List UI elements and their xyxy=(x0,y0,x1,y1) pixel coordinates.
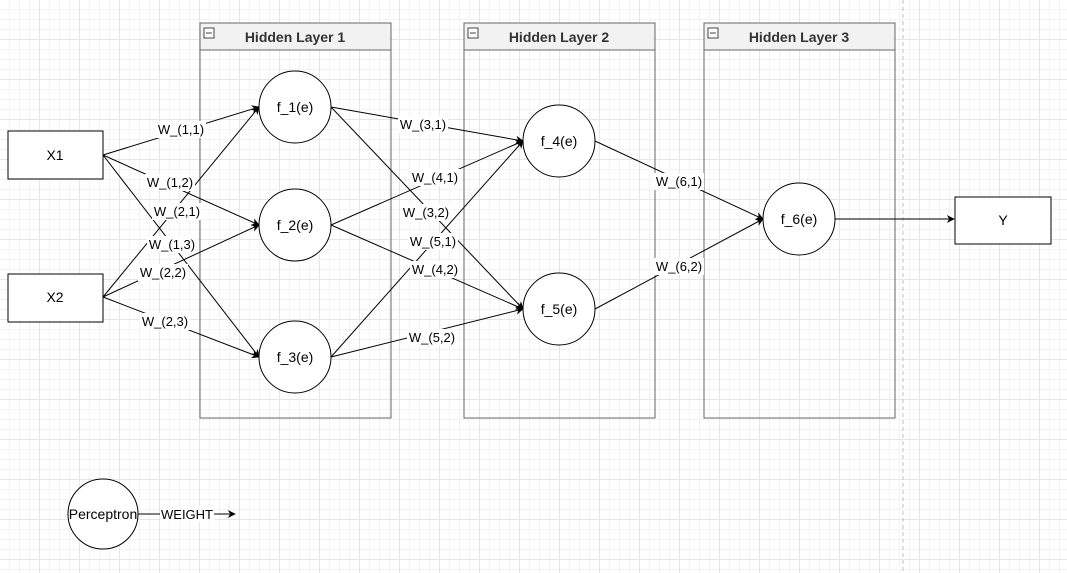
input-node-x2[interactable]: X2 xyxy=(7,273,104,323)
weight-label[interactable]: W_(6,1) xyxy=(654,173,704,190)
node-label: X2 xyxy=(46,289,63,305)
svg-text:W_(1,2): W_(1,2) xyxy=(147,175,193,190)
neuron-f2[interactable]: f_2(e) xyxy=(258,188,332,262)
neuron-f3[interactable]: f_3(e) xyxy=(258,320,332,394)
weight-label[interactable]: W_(2,1) xyxy=(152,203,202,220)
legend-perceptron-label: Perceptron xyxy=(69,506,137,522)
neuron-label: f_5(e) xyxy=(541,301,578,317)
collapse-icon[interactable] xyxy=(203,27,215,39)
node-label: Y xyxy=(998,212,1008,228)
weight-label[interactable]: W_(1,2) xyxy=(145,174,195,191)
neuron-label: f_6(e) xyxy=(781,211,818,227)
svg-text:W_(4,2): W_(4,2) xyxy=(412,262,458,277)
input-node-x1[interactable]: X1 xyxy=(7,130,104,180)
weight-label[interactable]: W_(2,2) xyxy=(138,264,188,281)
weight-label[interactable]: W_(5,2) xyxy=(407,329,457,346)
neuron-f1[interactable]: f_1(e) xyxy=(258,70,332,144)
weight-label[interactable]: W_(1,1) xyxy=(156,121,206,138)
neuron-f6[interactable]: f_6(e) xyxy=(762,182,836,256)
collapse-icon[interactable] xyxy=(467,27,479,39)
svg-text:W_(6,1): W_(6,1) xyxy=(656,174,702,189)
weight-label[interactable]: W_(4,1) xyxy=(410,169,460,186)
neuron-label: f_4(e) xyxy=(541,133,578,149)
weight-label[interactable]: W_(6,2) xyxy=(654,258,704,275)
collapse-icon[interactable] xyxy=(707,27,719,39)
hidden-layer-3-container[interactable]: Hidden Layer 3 xyxy=(703,22,896,419)
svg-text:W_(3,1): W_(3,1) xyxy=(400,117,446,132)
svg-text:W_(2,1): W_(2,1) xyxy=(154,204,200,219)
output-node-y[interactable]: Y xyxy=(954,196,1052,245)
layer-title: Hidden Layer 3 xyxy=(749,29,850,45)
neuron-f4[interactable]: f_4(e) xyxy=(522,104,596,178)
neuron-label: f_2(e) xyxy=(277,217,314,233)
weight-label[interactable]: W_(4,2) xyxy=(410,261,460,278)
node-label: X1 xyxy=(46,147,63,163)
neuron-label: f_1(e) xyxy=(277,99,314,115)
svg-text:W_(2,3): W_(2,3) xyxy=(142,314,188,329)
edge-x2-f1[interactable] xyxy=(102,106,260,298)
hidden-layer-2-container[interactable]: Hidden Layer 2 xyxy=(463,22,656,419)
svg-text:W_(4,1): W_(4,1) xyxy=(412,170,458,185)
edge-x2-f2[interactable] xyxy=(102,224,260,298)
legend: Perceptron WEIGHT xyxy=(67,478,236,550)
legend-weight-label: WEIGHT xyxy=(161,507,213,522)
svg-text:W_(3,2): W_(3,2) xyxy=(403,205,449,220)
weight-label[interactable]: W_(3,1) xyxy=(398,116,448,133)
svg-text:W_(5,2): W_(5,2) xyxy=(409,330,455,345)
weight-label[interactable]: W_(1,3) xyxy=(147,236,197,253)
layer-title: Hidden Layer 1 xyxy=(245,29,346,45)
layer-title: Hidden Layer 2 xyxy=(509,29,610,45)
svg-text:W_(1,1): W_(1,1) xyxy=(158,122,204,137)
svg-text:W_(2,2): W_(2,2) xyxy=(140,265,186,280)
neuron-f5[interactable]: f_5(e) xyxy=(522,272,596,346)
legend-weight-label-bg xyxy=(160,506,214,522)
svg-text:W_(1,3): W_(1,3) xyxy=(149,237,195,252)
weight-label[interactable]: W_(5,1) xyxy=(408,233,458,250)
legend-perceptron-node[interactable]: Perceptron xyxy=(67,478,139,550)
neuron-label: f_3(e) xyxy=(277,349,314,365)
weight-label[interactable]: W_(2,3) xyxy=(140,313,190,330)
svg-text:W_(6,2): W_(6,2) xyxy=(656,259,702,274)
svg-text:W_(5,1): W_(5,1) xyxy=(410,234,456,249)
edge-x1-f3[interactable] xyxy=(102,154,260,358)
hidden-layer-1-container[interactable]: Hidden Layer 1 xyxy=(199,22,392,419)
weight-label[interactable]: W_(3,2) xyxy=(401,204,451,221)
